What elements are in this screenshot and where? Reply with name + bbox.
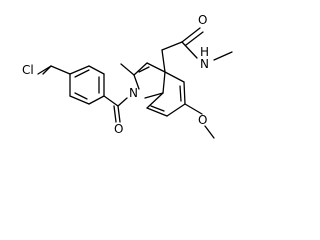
bond	[144, 92, 164, 99]
bond	[161, 49, 166, 73]
bond	[183, 81, 186, 105]
molecule-diagram: Cl O N O H N O	[22, 13, 233, 139]
bond-double	[74, 69, 90, 78]
bond	[146, 107, 168, 117]
methoxy-oxygen-label: O	[198, 113, 207, 127]
bond	[181, 27, 201, 43]
amide-nitrogen-label: N	[200, 57, 209, 71]
bond-double	[150, 105, 165, 112]
bond	[88, 95, 105, 105]
bond	[69, 95, 90, 105]
bond	[69, 65, 90, 75]
bond	[146, 92, 164, 109]
bond	[213, 51, 233, 61]
bond	[133, 74, 140, 90]
amide-oxygen-label: O	[198, 13, 207, 27]
bond	[117, 97, 128, 107]
bond	[166, 103, 186, 117]
structure-drawing: Cl O N O H N O	[22, 13, 233, 139]
bond-double	[179, 85, 182, 102]
bond	[50, 65, 71, 75]
bond	[162, 71, 166, 94]
bond-double	[113, 105, 117, 123]
bond	[181, 41, 198, 59]
chlorine-label: Cl	[22, 63, 34, 77]
bond-cl	[42, 65, 52, 75]
atom-labels: Cl O N O H N O	[22, 13, 209, 136]
bond	[88, 65, 105, 75]
bond	[103, 95, 119, 107]
ketone-oxygen-label: O	[114, 122, 123, 136]
bond-lines	[37, 27, 233, 139]
bond	[161, 41, 183, 51]
bond	[133, 62, 148, 76]
bond	[146, 62, 166, 73]
bond-double	[74, 92, 88, 100]
bond	[204, 125, 215, 139]
bond	[164, 71, 185, 83]
bond	[120, 63, 135, 76]
bond	[117, 105, 121, 123]
bond	[184, 103, 203, 115]
amide-hydrogen-label: H	[200, 45, 209, 59]
bond-double	[185, 31, 204, 46]
bond-double	[138, 66, 150, 73]
indole-nitrogen-label: N	[129, 86, 138, 100]
